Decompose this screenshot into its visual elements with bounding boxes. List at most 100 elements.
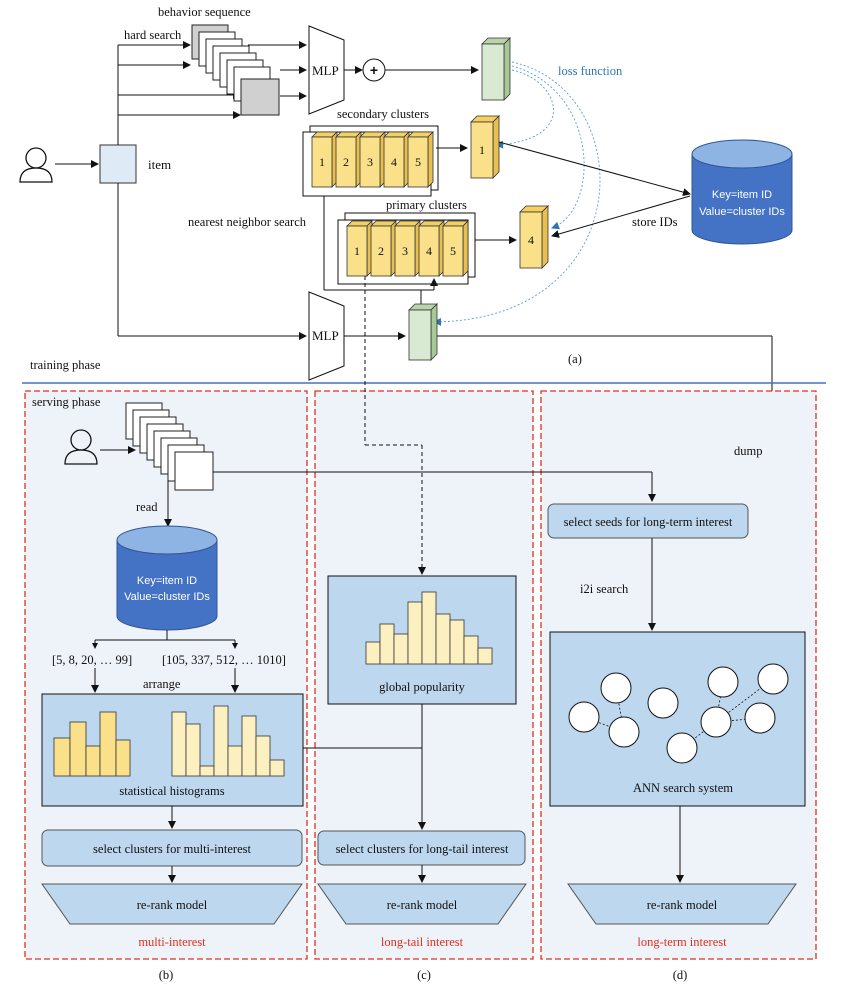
secondary-clusters-label: secondary clusters (337, 107, 429, 121)
secondary-selected-block (470, 115, 500, 179)
ann-node-8 (666, 732, 698, 764)
plus-label: + (370, 62, 378, 78)
secondary-cube-label: 3 (367, 155, 373, 169)
label-d: (d) (673, 968, 688, 982)
secondary-cube-label: 2 (343, 155, 349, 169)
primary-cluster-cubes: 1 2 3 4 5 (346, 220, 469, 277)
serving-user-icon (64, 429, 98, 465)
secondary-cube-label: 5 (415, 155, 421, 169)
label-b: (b) (159, 968, 174, 982)
rerank-b-label: re-rank model (137, 898, 208, 912)
secondary-cube-label: 4 (391, 155, 397, 169)
rerank-b-block (41, 883, 303, 925)
multi-interest-label: multi-interest (138, 935, 206, 949)
label-c: (c) (417, 968, 431, 982)
primary-cube-label: 5 (450, 244, 456, 258)
rerank-d-label: re-rank model (647, 898, 718, 912)
hist-bar-left-1 (69, 721, 87, 777)
long-tail-interest-label: long-tail interest (381, 935, 464, 949)
popularity-bar-2 (393, 633, 409, 665)
secondary-cube-1: 1 (311, 131, 338, 188)
training-phase-label: training phase (30, 358, 101, 372)
dump-label: dump (734, 444, 762, 458)
ann-node-1 (647, 687, 679, 719)
histogram-bars (53, 705, 285, 777)
arrange-label: arrange (143, 677, 181, 691)
popularity-bar-3 (407, 601, 423, 665)
loss-curve-3 (433, 61, 601, 326)
primary-cube-label: 2 (378, 244, 384, 258)
primary-selected-id: 4 (528, 233, 534, 247)
hist-bar-left-3 (99, 711, 117, 777)
item-label: item (148, 157, 171, 172)
hist-bar-right-3 (213, 705, 229, 777)
secondary-cube-label: 1 (319, 155, 325, 169)
secondary-cube-5: 5 (407, 131, 434, 188)
hist-bar-right-6 (255, 735, 271, 777)
primary-cube-5: 5 (442, 220, 469, 277)
loss-curve-2 (511, 65, 585, 230)
secondary-cluster-cubes: 1 2 3 4 5 (311, 131, 434, 188)
popularity-bar-8 (477, 647, 493, 665)
mlp-bottom-block (308, 291, 345, 381)
rerank-d-block (567, 883, 797, 925)
select-seeds-label: select seeds for long-term interest (564, 515, 733, 529)
serving-db-key: Key=item ID (137, 575, 197, 587)
ann-edge-0 (583, 716, 625, 733)
select-longtail-label: select clusters for long-tail interest (336, 842, 509, 856)
user-embedding-block (481, 37, 511, 101)
ann-node-5 (757, 663, 789, 695)
cluster-list-left: [5, 8, 20, … 99] (52, 653, 132, 667)
primary-clusters-label: primary clusters (386, 198, 467, 212)
behavior-sequence-label: behavior sequence (158, 5, 251, 19)
label-a: (a) (568, 352, 582, 366)
ann-node-4 (707, 666, 739, 698)
popularity-bar-1 (379, 623, 395, 665)
ann-node-0 (600, 672, 632, 704)
cluster-id-database (691, 139, 793, 245)
panel-b (24, 390, 308, 960)
select-seeds-box (547, 503, 749, 539)
primary-cube-label: 4 (426, 244, 432, 258)
behavior-sequence-stack (191, 24, 280, 116)
primary-cube-label: 3 (402, 244, 408, 258)
serving-behavior-stack (125, 402, 214, 491)
global-popularity-label: global popularity (379, 680, 465, 694)
long-term-interest-label: long-term interest (637, 935, 727, 949)
serving-database (116, 525, 218, 631)
popularity-bar-6 (449, 619, 465, 665)
serving-phase-label: serving phase (32, 395, 101, 409)
popularity-bar-0 (365, 641, 381, 665)
read-label: read (136, 500, 158, 514)
hist-bar-right-0 (171, 711, 187, 777)
hist-bar-left-0 (53, 737, 71, 777)
primary-cube-2: 2 (370, 220, 397, 277)
ann-node-6 (700, 706, 732, 738)
popularity-bar-7 (463, 635, 479, 665)
hist-bar-right-1 (185, 723, 201, 777)
rerank-c-block (317, 883, 527, 925)
nearest-neighbor-label: nearest neighbor search (188, 215, 307, 229)
mlp-top-label: MLP (312, 63, 339, 78)
hard-search-label: hard search (124, 28, 182, 42)
loss-function-label: loss function (558, 64, 623, 78)
popularity-bar-4 (421, 591, 437, 665)
user-icon (19, 147, 53, 183)
ann-node-3 (608, 716, 640, 748)
ann-node-7 (744, 702, 776, 734)
secondary-cube-2: 2 (335, 131, 362, 188)
primary-cube-label: 1 (354, 244, 360, 258)
ann-edge-5 (681, 721, 717, 749)
ann-graph (568, 663, 789, 764)
primary-cube-4: 4 (418, 220, 445, 277)
store-ids-label: store IDs (632, 215, 678, 229)
hist-bar-left-4 (115, 739, 131, 777)
primary-selected-block (519, 205, 549, 269)
loss-curve-1 (495, 69, 554, 149)
secondary-cube-4: 4 (383, 131, 410, 188)
hist-bar-right-4 (227, 745, 243, 777)
mlp-top-block (308, 25, 345, 115)
secondary-selected-id: 1 (479, 143, 485, 157)
